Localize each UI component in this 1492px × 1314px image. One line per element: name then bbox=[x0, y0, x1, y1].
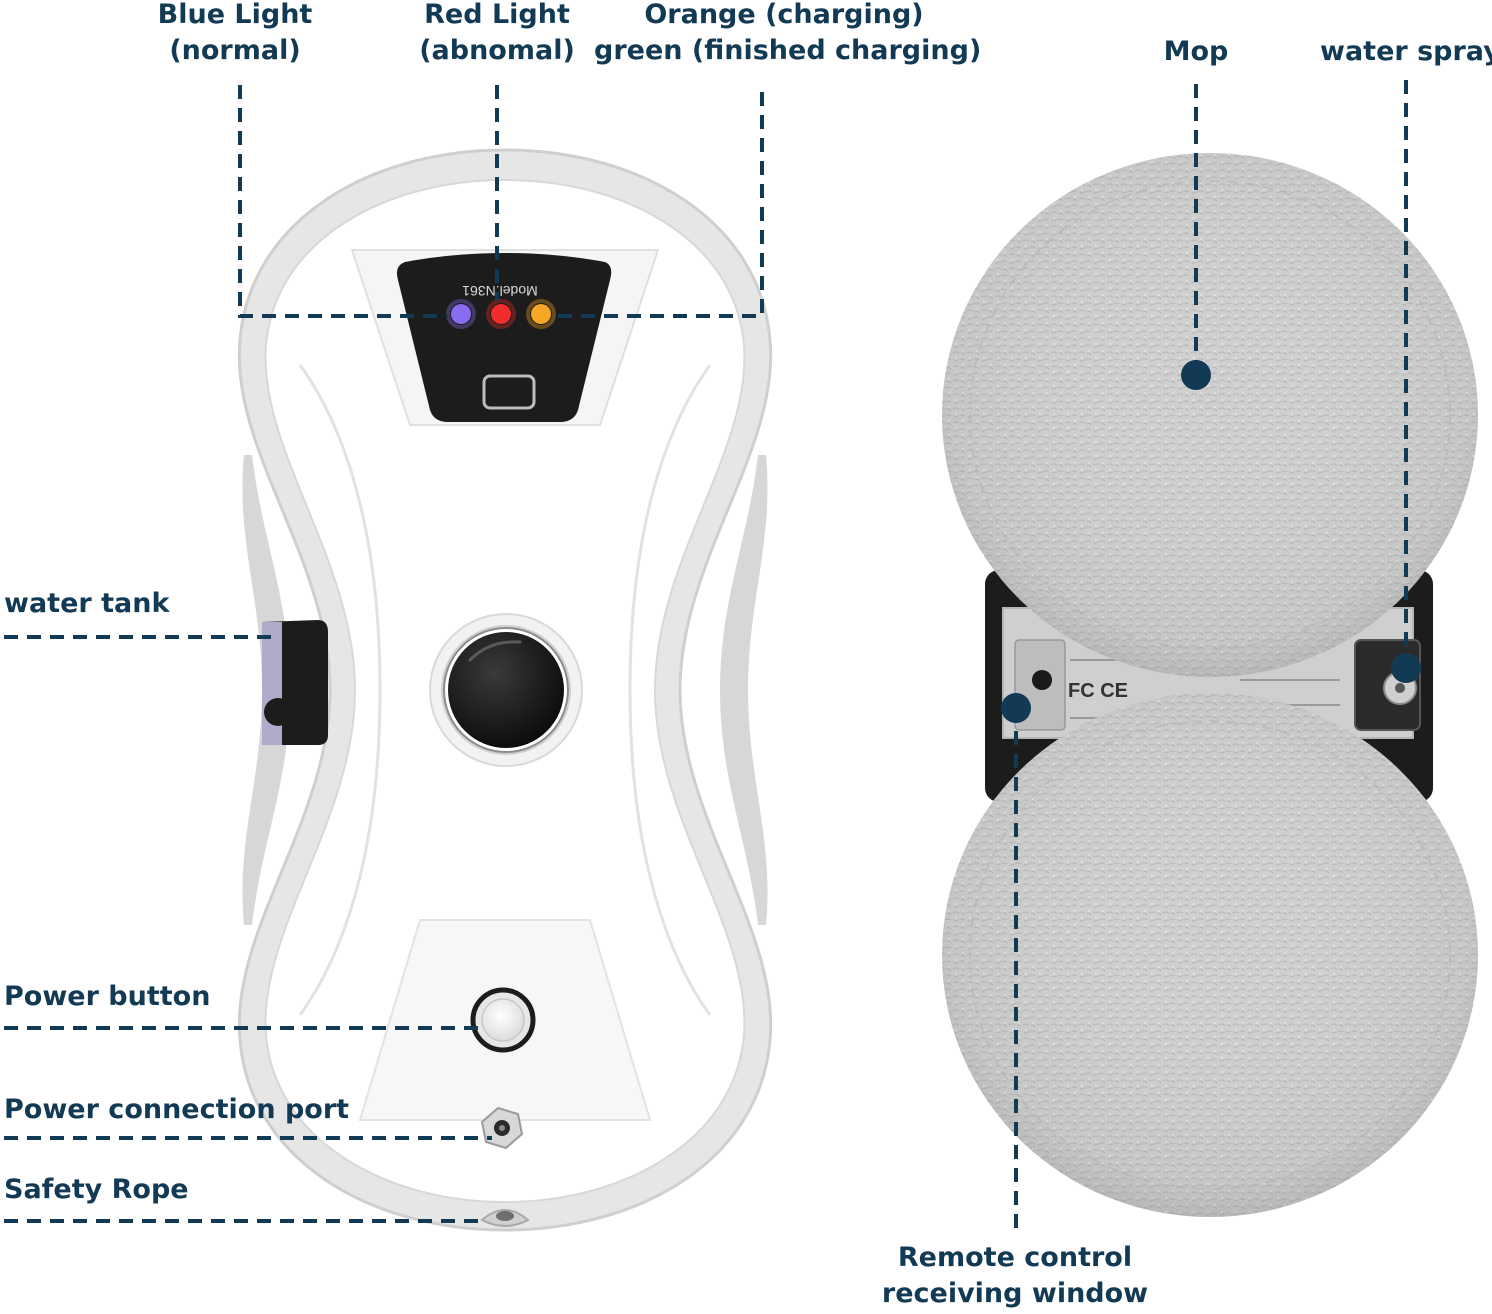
center-lens bbox=[448, 632, 564, 748]
window-cleaner-back-view: FC CE bbox=[942, 153, 1478, 1217]
leader-charging-light bbox=[554, 92, 764, 318]
label-red-light-line1: Red Light bbox=[424, 0, 570, 30]
leader-lines bbox=[4, 80, 1408, 1235]
label-safety-rope: Safety Rope bbox=[4, 1172, 189, 1208]
control-panel bbox=[396, 253, 612, 422]
leader-blue-light bbox=[238, 85, 448, 318]
label-mop-text: Mop bbox=[1163, 36, 1229, 67]
label-charging-line2: green (finished charging) bbox=[594, 35, 982, 66]
model-text: Model:N361 bbox=[462, 283, 538, 299]
label-blue-light-line1: Blue Light bbox=[157, 0, 313, 30]
label-red-light: Red Light (abnomal) bbox=[412, 0, 582, 69]
label-power-button: Power button bbox=[4, 979, 210, 1015]
label-water-tank: water tank bbox=[4, 586, 169, 622]
label-power-port-text: Power connection port bbox=[4, 1094, 350, 1125]
label-power-port: Power connection port bbox=[4, 1092, 349, 1128]
label-water-spray: water spray bbox=[1320, 34, 1492, 70]
label-blue-light: Blue Light (normal) bbox=[150, 0, 320, 69]
panel-button bbox=[482, 374, 536, 410]
label-power-button-text: Power button bbox=[4, 981, 211, 1012]
label-charging-light: Orange (charging) green (finished chargi… bbox=[594, 0, 982, 69]
label-remote-window: Remote control receiving window bbox=[870, 1240, 1160, 1312]
label-red-light-line2: (abnomal) bbox=[419, 35, 575, 66]
label-water-spray-text: water spray bbox=[1320, 36, 1492, 67]
label-remote-line1: Remote control bbox=[897, 1242, 1133, 1273]
label-mop: Mop bbox=[1140, 34, 1252, 70]
marker-dot-mop bbox=[1181, 360, 1211, 390]
blue-led bbox=[451, 304, 471, 324]
marker-dots bbox=[1001, 360, 1421, 723]
window-cleaner-front-view: Model:N361 bbox=[237, 148, 773, 1232]
label-charging-line1: Orange (charging) bbox=[644, 0, 924, 30]
label-safety-rope-text: Safety Rope bbox=[4, 1174, 189, 1205]
certification-marks: FC CE bbox=[1068, 680, 1128, 702]
marker-dot-remote-window bbox=[1001, 693, 1031, 723]
label-remote-line2: receiving window bbox=[881, 1278, 1149, 1309]
label-water-tank-text: water tank bbox=[4, 588, 170, 619]
red-led bbox=[491, 304, 511, 324]
label-blue-light-line2: (normal) bbox=[169, 35, 301, 66]
marker-dot-water-spray bbox=[1391, 653, 1421, 683]
orange-led bbox=[531, 304, 551, 324]
